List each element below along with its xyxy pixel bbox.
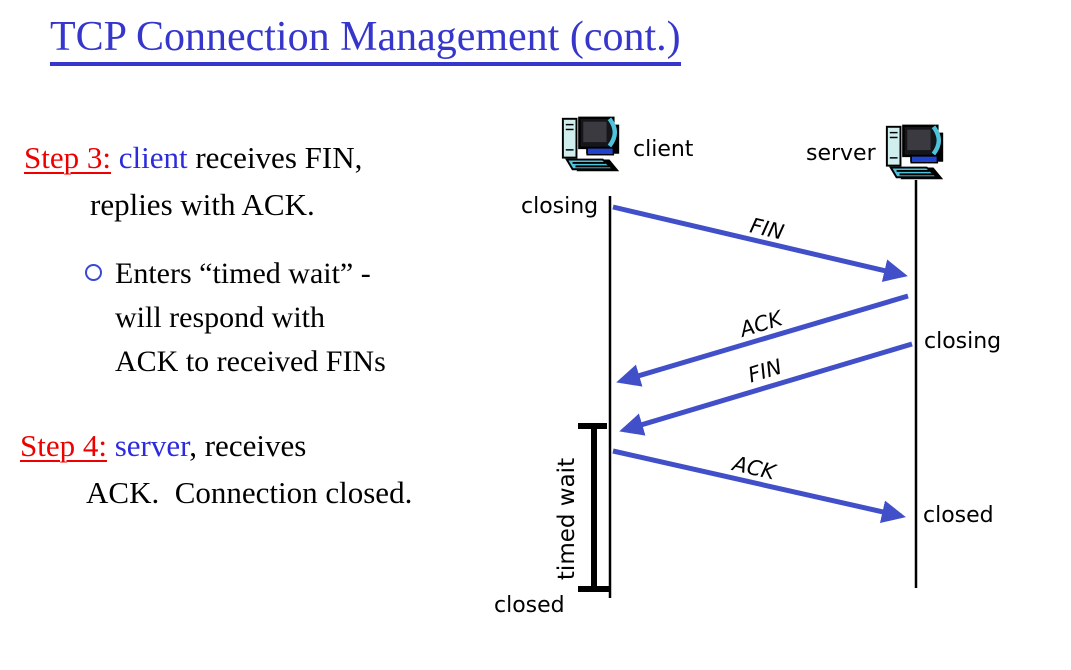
fin-message-label-1: FIN [747,213,787,245]
step-4-line1: Step 4: server, receives [20,422,412,469]
ack-message-label-1: ACK [737,306,785,342]
timed-wait-bracket [578,423,610,592]
step-3-line1: Step 3: client receives FIN, [24,134,362,181]
step-4-actor: server [114,428,190,463]
step-3-actor: client [118,140,188,175]
server-actor-label: server [806,141,876,166]
fin-message-label-2: FIN [745,354,785,388]
page-title-text: TCP Connection Management (cont.) [50,14,681,67]
step-3-after: receives FIN, [187,140,363,175]
server-closed-state: closed [923,503,994,528]
step-4-label: Step 4: [20,428,107,463]
bullet-text: Enters “timed wait” - will respond with … [115,252,386,384]
server-closing-state: closing [924,329,1002,354]
bullet-line-1: Enters “timed wait” - [115,257,371,290]
bullet-item: Enters “timed wait” - will respond with … [85,252,386,384]
ack-message-label-2: ACK [730,451,778,485]
client-actor-label: client [633,137,694,162]
step-4-line2: ACK. Connection closed. [86,475,413,510]
step-4: Step 4: server, receives ACK. Connection… [20,422,412,516]
bullet-circle-icon [85,264,102,281]
bullet-line-3: ACK to received FINs [115,345,386,378]
client-closed-state: closed [494,593,565,618]
bullet-line-2: will respond with [115,301,325,334]
step-3: Step 3: client receives FIN, replies wit… [24,134,362,228]
timed-wait-label: timed wait [554,457,580,581]
step-3-line2: replies with ACK. [90,187,315,222]
client-closing-state: closing [521,194,599,219]
step-4-after: , receives [189,428,307,463]
client-computer-icon [561,116,620,172]
step-3-label: Step 3: [24,140,111,175]
page-title: TCP Connection Management (cont.) [50,14,681,67]
server-computer-icon [885,124,944,180]
